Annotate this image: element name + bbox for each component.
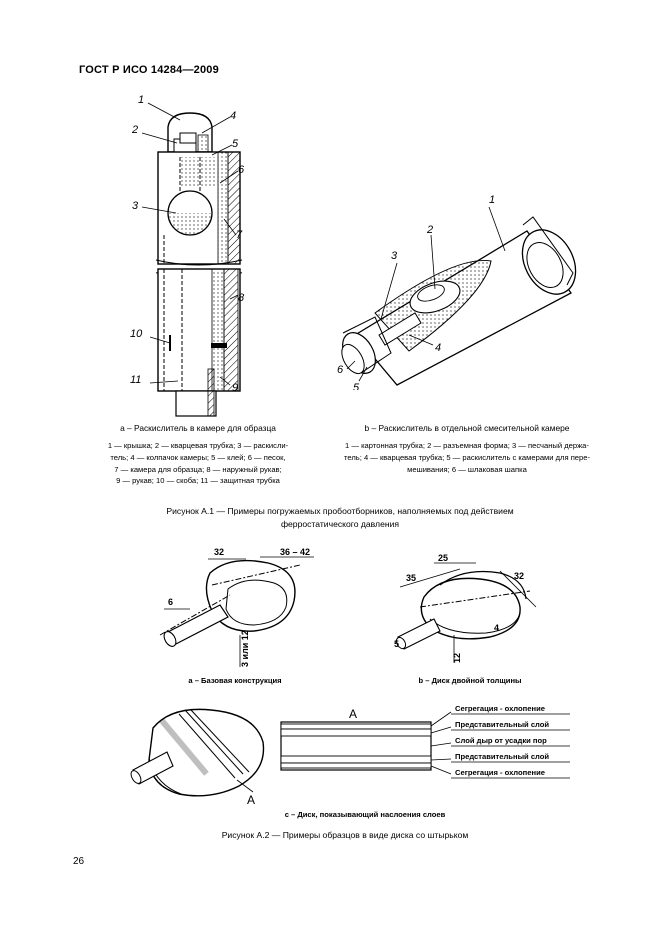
callout-9: 9: [232, 382, 238, 394]
callout-b6: 6: [337, 364, 344, 376]
callout-b2: 2: [426, 224, 433, 236]
layer-label: Представительный слой: [455, 720, 549, 729]
document-header: ГОСТ Р ИСО 14284—2009: [79, 64, 219, 76]
callout-b1: 1: [489, 194, 495, 206]
dim-6: 6: [168, 597, 173, 607]
layer-label: Слой дыр от усадки пор: [455, 736, 547, 745]
fig-a1-title: Рисунок А.1 — Примеры погружаемых пробоо…: [60, 505, 620, 531]
legend-line: мешивания; 6 — шлаковая шапка: [407, 464, 527, 474]
legend-line: тель; 4 — колпачок камеры; 5 — клей; 6 —…: [110, 452, 286, 462]
fig-a2-b-caption: b – Диск двойной толщины: [418, 676, 522, 685]
callout-b4: 4: [435, 342, 441, 354]
callout-8: 8: [238, 292, 245, 304]
legend-line: 1 — крышка; 2 — кварцевая трубка; 3 — ра…: [107, 441, 289, 450]
dim-12: 12: [452, 653, 462, 663]
dim-25: 25: [438, 553, 448, 563]
layer-label: Сегрегация - охлопение: [455, 704, 545, 713]
legend-line: 7 — камера для образца; 8 — наружный рук…: [114, 464, 282, 474]
section-label-A-left: A: [247, 793, 255, 807]
callout-6: 6: [238, 164, 245, 176]
legend-line: тель; 4 — кварцевая трубка; 5 — раскисли…: [343, 452, 591, 462]
fig-a2-title: Рисунок А.2 — Примеры образцов в виде ди…: [221, 830, 469, 840]
dim-36-42: 36 – 42: [280, 547, 310, 557]
disc-double-thickness-drawing: 25 35 32 12 4 5: [394, 553, 537, 663]
callout-3: 3: [132, 200, 139, 212]
dim-4: 4: [494, 623, 499, 633]
fig-a1-right-legend: 1 — картонная трубка; 2 — разъемная форм…: [322, 440, 612, 475]
fig-title-line: ферростатического давления: [280, 518, 400, 529]
fig-title-line: Рисунок А.1 — Примеры погружаемых пробоо…: [166, 506, 514, 516]
section-label-A: A: [349, 707, 357, 721]
callout-10: 10: [130, 328, 143, 340]
callout-b5: 5: [353, 382, 360, 390]
dim-35: 35: [406, 573, 416, 583]
dim-32b: 32: [514, 571, 524, 581]
layer-label: Сегрегация - охлопение: [455, 768, 545, 777]
callout-2: 2: [131, 124, 138, 136]
callout-5: 5: [232, 138, 239, 150]
fig-a1-right-caption: b – Раскислитель в отдельной смесительно…: [364, 423, 570, 433]
dim-32: 32: [214, 547, 224, 557]
legend-line: 9 — рукав; 10 — скоба; 11 — защитная тру…: [116, 476, 280, 486]
sampler-chamber-drawing: 1 2 3 4 5 6 7 8 10 9 11: [130, 95, 245, 417]
disc-layers-drawing: A A Сегрегация - охлопение Представитель…: [130, 704, 570, 807]
fig-a2-c-caption: c – Диск, показывающий наслоения слоев: [284, 810, 446, 819]
legend-line: 1 — картонная трубка; 2 — разъемная форм…: [345, 441, 589, 450]
dim-3-or-12: 3 или 12: [240, 630, 250, 667]
layer-label: Представительный слой: [455, 752, 549, 761]
disc-basic-drawing: 32 36 – 42 6 3 или 12: [159, 547, 314, 667]
callout-4: 4: [230, 110, 236, 122]
fig-a2-a-caption: a – Базовая конструкция: [188, 676, 282, 685]
page-number: 26: [73, 856, 85, 867]
fig-a1-left-caption: a – Раскислитель в камере для образца: [120, 423, 276, 433]
mixing-chamber-drawing: 1 2 3 4 5 6: [337, 194, 577, 390]
callout-1: 1: [138, 95, 144, 106]
fig-a1-left-legend: 1 — крышка; 2 — кварцевая трубка; 3 — ра…: [78, 440, 318, 487]
callout-b3: 3: [391, 250, 398, 262]
callout-11: 11: [130, 374, 141, 386]
callout-7: 7: [236, 229, 243, 241]
dim-5: 5: [394, 639, 399, 649]
